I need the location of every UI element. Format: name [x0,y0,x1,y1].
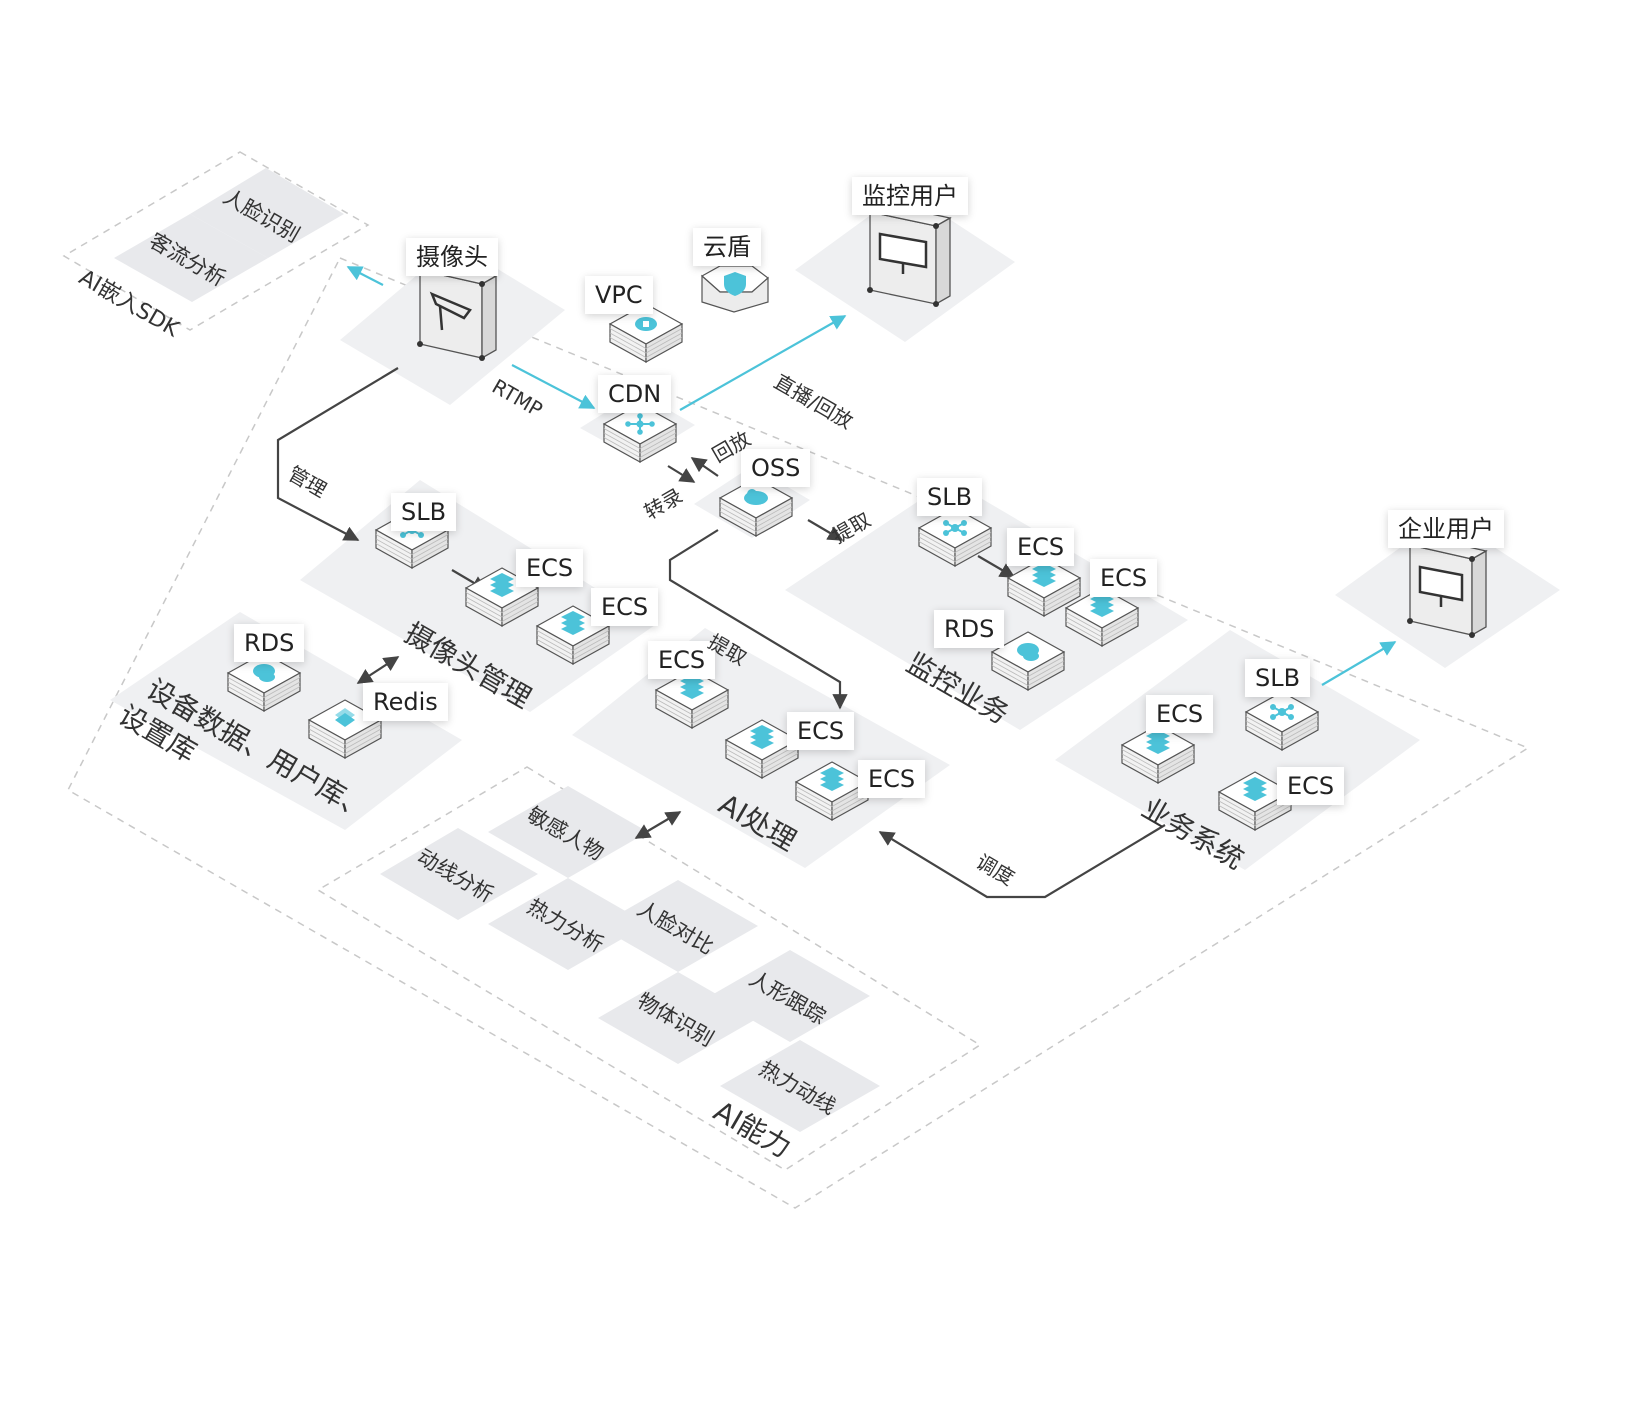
device-db-platform [110,612,462,830]
server-icon [1032,563,1056,587]
sdk-zone [62,151,370,331]
shield-icon [724,272,746,296]
edge-slb-ecs-mon [977,555,1016,578]
monitor-user-label: 监控用户 [852,177,968,215]
edge-rds-redis [356,656,400,684]
database-icon [1017,643,1039,661]
db-rds-device [226,652,302,713]
oss-label: OSS [741,449,811,487]
vpc-label: VPC [585,276,653,314]
cdn-device [602,403,678,464]
edge-dispatch [878,824,1166,899]
biz-ecs1-device [1120,724,1196,785]
cdn-label: CDN [598,375,672,413]
edge-oss-ai [668,529,848,710]
terminal-icon [878,232,928,274]
tile-sdk-flow [114,214,268,302]
db-rds-label: RDS [234,624,305,662]
server-icon [490,573,514,597]
cloud-storage-icon [744,489,768,505]
cloud-lock-icon [635,317,657,331]
tile-ai-2 [488,786,648,878]
cloud-zone [67,257,1530,1209]
server-icon [1243,777,1267,801]
database-icon [253,664,275,682]
server-icon [1146,730,1170,754]
ai-ecs2-device [724,719,800,780]
cam-ecs2-label: ECS [591,588,659,626]
mon-rds-label: RDS [934,610,1005,648]
mon-ecs2-label: ECS [1090,559,1158,597]
biz-ecs1-label: ECS [1146,695,1214,733]
camera-device [417,261,498,361]
load-balancer-icon [943,520,967,536]
tile-ai-4 [598,880,758,972]
edge-live [679,315,847,411]
edge-enterprise [1321,641,1397,686]
ai-ecs3-label: ECS [858,760,926,798]
load-balancer-icon [1270,704,1294,720]
biz-slb-device [1244,691,1320,752]
tile-ai-3 [488,878,648,970]
ai-capability-zone [316,766,982,1171]
camera-device-icon [429,291,472,331]
edge-cdn-oss [667,465,696,483]
mon-slb-label: SLB [917,478,983,516]
terminal-icon [1418,565,1464,607]
yundun-device [700,265,769,313]
server-icon [750,725,774,749]
mon-slb-device [917,507,993,568]
tile-sdk-face [190,168,344,258]
db-redis-label: Redis [363,683,448,721]
dashed-zones [62,151,1530,1209]
biz-ecs2-device [1217,771,1293,832]
server-icon [561,611,585,635]
edge-oss-monitor [807,519,844,541]
biz-slb-label: SLB [1245,659,1311,697]
vpc-device [608,303,684,364]
edge-rtmp [511,364,596,409]
mon-ecs2-device [1064,587,1140,648]
ai-ecs2-label: ECS [787,712,855,750]
mon-ecs1-device [1006,557,1082,618]
tile-ai-6 [710,950,870,1042]
tile-ai-1 [380,828,538,920]
connectors [276,266,1397,899]
ai-ecs1-label: ECS [648,641,716,679]
mon-ecs1-label: ECS [1007,528,1075,566]
edge-oss-cdn [690,457,719,477]
enterprise-user-device [1407,536,1488,638]
tiles [114,168,880,1132]
cam-slb-label: SLB [391,493,457,531]
edge-ai-cap [634,811,682,839]
biz-ecs2-label: ECS [1277,767,1345,805]
ai-ecs1-device [654,669,730,730]
monitor-biz-platform [785,480,1188,730]
camera-label: 摄像头 [406,238,498,276]
yundun-label: 云盾 [693,228,761,266]
biz-system-platform [1055,630,1420,870]
edge-camera-sdk [346,266,384,286]
enterprise-user-label: 企业用户 [1388,510,1504,548]
monitor-user-device [867,203,952,307]
tile-ai-7 [720,1040,880,1132]
network-hub-icon [625,413,655,435]
edge-manage [276,367,399,541]
cache-icon [335,708,355,727]
oss-device [718,477,794,538]
cam-ecs1-label: ECS [516,549,584,587]
server-icon [820,767,844,791]
